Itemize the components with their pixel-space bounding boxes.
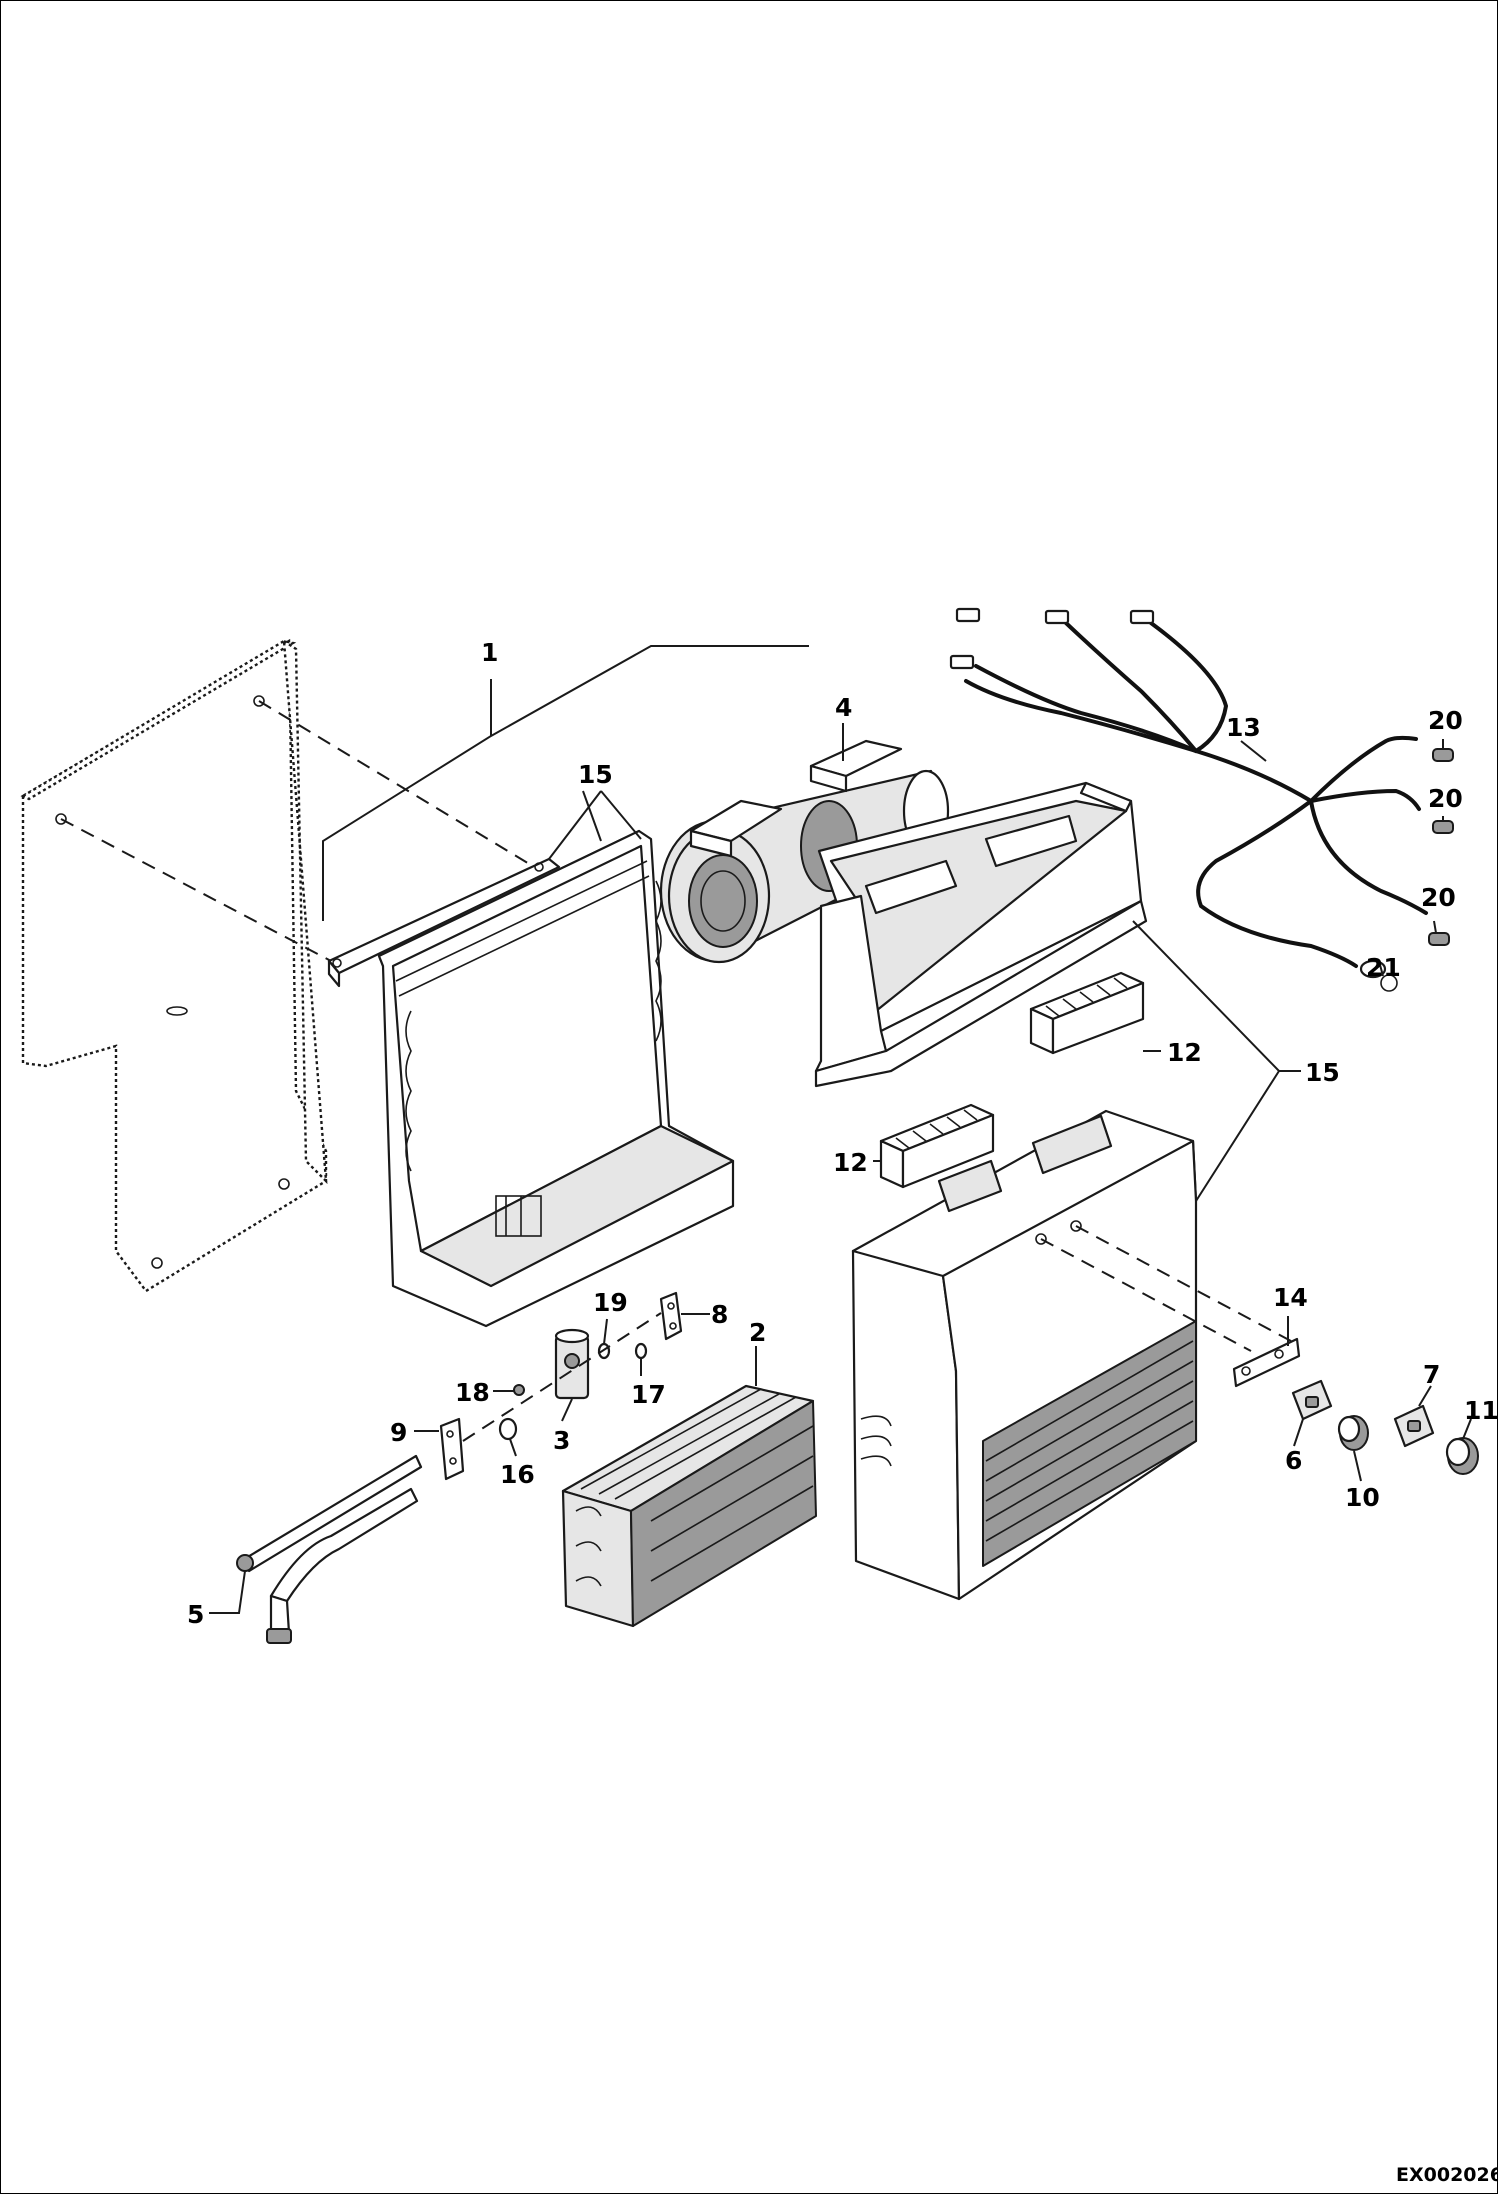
callout-20-c: 20 [1421, 883, 1456, 912]
callout-15-rear: 15 [578, 760, 613, 789]
top-cover [814, 781, 1148, 1088]
callout-12-lower: 12 [833, 1148, 868, 1177]
callout-19: 19 [593, 1288, 628, 1317]
callout-13: 13 [1226, 713, 1261, 742]
switch-7 [1393, 1404, 1435, 1448]
callout-12-upper: 12 [1167, 1038, 1202, 1067]
front-cover [851, 1109, 1198, 1601]
assembly-line-lower [60, 818, 332, 962]
callout-17: 17 [631, 1380, 666, 1409]
callout-10: 10 [1345, 1483, 1380, 1512]
expansion-valve [554, 1328, 590, 1400]
grille-vent-upper [1029, 971, 1145, 1055]
o-ring-16 [498, 1417, 518, 1441]
callout-4: 4 [835, 693, 852, 722]
callout-2: 2 [749, 1318, 766, 1347]
callout-8: 8 [711, 1300, 728, 1329]
callout-11: 11 [1464, 1396, 1497, 1425]
callout-20-a: 20 [1428, 706, 1463, 735]
connector-20-c [1428, 932, 1450, 946]
callout-3: 3 [553, 1426, 570, 1455]
grille-vent-lower [879, 1103, 995, 1189]
knob-10 [1337, 1415, 1369, 1451]
callout-5: 5 [187, 1600, 204, 1629]
leader-1 [322, 645, 809, 921]
callout-9: 9 [390, 1418, 407, 1447]
callout-1: 1 [481, 638, 498, 667]
callout-21: 21 [1366, 953, 1401, 982]
connector-plate-8 [659, 1291, 683, 1341]
refrigerant-pipes [236, 1454, 423, 1644]
rear-frame [377, 829, 735, 1328]
connector-20-a [1432, 748, 1454, 762]
switch-6 [1291, 1379, 1333, 1421]
callout-18: 18 [455, 1378, 490, 1407]
switch-bracket [1232, 1337, 1301, 1388]
mounting-plate [20, 638, 328, 1293]
callout-labels: 1 2 3 4 5 6 7 8 9 10 11 12 12 13 14 15 1… [187, 638, 1497, 1629]
callout-6: 6 [1285, 1446, 1302, 1475]
bracket-strip [327, 857, 561, 988]
callout-20-b: 20 [1428, 784, 1463, 813]
drawing-code: EX002026 [1396, 2164, 1497, 2186]
callout-14: 14 [1273, 1283, 1308, 1312]
callout-15-covers: 15 [1305, 1058, 1340, 1087]
screw-18 [513, 1384, 525, 1396]
leader-lines [209, 723, 1472, 1614]
knob-11 [1445, 1437, 1479, 1475]
o-ring-17 [634, 1342, 648, 1360]
evaporator-core [561, 1384, 817, 1628]
connector-20-b [1432, 820, 1454, 834]
connector-plate-9 [439, 1417, 465, 1481]
callout-16: 16 [500, 1460, 535, 1489]
ring-terminal-21 [1359, 959, 1398, 992]
assembly-line-front-cover [1040, 1225, 1292, 1352]
assembly-line-fittings [462, 1312, 662, 1442]
assembly-line-upper [258, 700, 542, 872]
callout-7: 7 [1423, 1360, 1440, 1389]
wiring-harness [949, 607, 1428, 968]
